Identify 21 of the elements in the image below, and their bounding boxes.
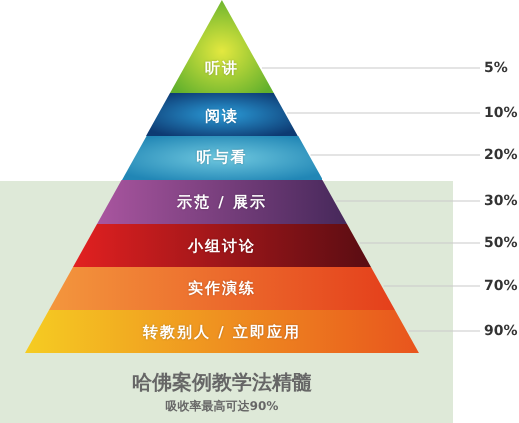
leader-line xyxy=(408,330,480,332)
percentage-label: 20% xyxy=(484,146,518,164)
percentage-label: 5% xyxy=(484,59,508,77)
percentage-label: 70% xyxy=(484,277,518,295)
leader-line xyxy=(359,242,480,244)
tier-label: 示范 / 展示 xyxy=(177,192,267,212)
percentage-label: 90% xyxy=(484,322,518,340)
leader-line xyxy=(310,154,480,156)
percentage-label: 10% xyxy=(484,104,518,122)
caption: 吸收率最高可达90% xyxy=(166,398,278,414)
percentage-label: 30% xyxy=(484,192,518,210)
leader-line xyxy=(286,112,480,114)
tier-label: 转教别人 / 立即应用 xyxy=(143,322,301,342)
tier-label: 实作演练 xyxy=(188,278,256,298)
leader-line xyxy=(336,200,480,202)
tier-label: 小组讨论 xyxy=(188,236,256,256)
percentage-label: 50% xyxy=(484,234,518,252)
tier-label: 听讲 xyxy=(204,58,239,78)
tier-label: 听与看 xyxy=(196,147,248,167)
title: 哈佛案例教学法精髓 xyxy=(132,370,312,394)
tier-label: 阅读 xyxy=(204,106,239,126)
